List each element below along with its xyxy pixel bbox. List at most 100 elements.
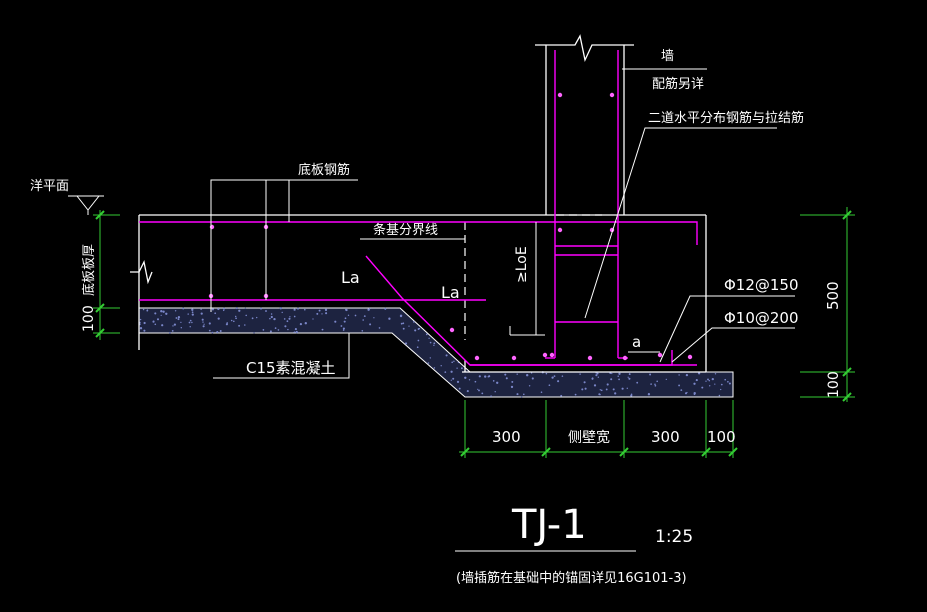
aggregate-dot [304,308,306,311]
aggregate-dot [169,332,171,334]
aggregate-dot [428,337,430,339]
aggregate-dot [487,375,490,378]
aggregate-dot [490,395,492,398]
aggregate-dot [208,329,211,332]
rebar-section-dots [208,92,693,361]
aggregate-dot [373,317,375,319]
dim-bottom-100: 100 [707,428,736,446]
aggregate-dot [440,365,442,367]
aggregate-dot [202,325,205,328]
aggregate-dot [599,389,601,391]
aggregate-dot [191,321,193,324]
aggregate-dot [474,380,477,383]
aggregate-dot [548,384,551,387]
aggregate-dot [626,387,628,389]
rebar-phi10-label: Φ10@200 [724,309,799,327]
aggregate-dot [612,388,615,391]
aggregate-dot [143,329,146,332]
aggregate-dot [600,389,603,392]
aggregate-dot [189,326,191,328]
aggregate-dot [367,308,370,311]
aggregate-dot [510,385,514,389]
leader-lines [68,68,795,552]
dim-right-100: 100 [826,371,842,398]
aggregate-dot [238,309,241,312]
aggregate-dot [456,380,460,384]
aggregate-dot [262,329,265,331]
aggregate-dot [678,374,680,376]
aggregate-dot [211,308,214,311]
aggregate-dot [216,331,219,334]
aggregate-dot [177,315,181,319]
aggregate-dot [478,375,481,378]
rebar-dot [511,355,517,361]
aggregate-dot [417,339,420,342]
aggregate-dot [235,307,238,310]
aggregate-dot [363,315,366,318]
aggregate-dot [146,309,149,312]
aggregate-dot [494,391,496,393]
a-mark-label: a [632,333,641,351]
aggregate-dot [445,354,448,357]
aggregate-dot [593,384,597,387]
aggregate-dot [484,375,487,378]
aggregate-dot [182,307,185,310]
aggregate-dot [286,320,289,323]
aggregate-dot [160,310,163,313]
aggregate-dot [270,313,273,315]
aggregate-dot [238,324,241,327]
aggregate-dot [245,314,247,317]
aggregate-dot [259,307,263,310]
aggregate-dot [139,327,143,330]
aggregate-dot [433,367,436,369]
aggregate-dot [304,322,307,325]
aggregate-dot [180,327,182,329]
drawing-note: (墙插筋在基础中的锚固详见16G101-3) [456,570,687,586]
aggregate-dot [505,377,508,380]
aggregate-dot [596,372,599,375]
aggregate-dot [531,377,534,380]
aggregate-dot [253,332,255,334]
aggregate-dot [342,329,345,331]
aggregate-dot [611,372,613,375]
aggregate-dot [211,331,214,334]
dimension-ticks [95,210,852,457]
aggregate-dot [516,393,519,396]
aggregate-dot [695,379,698,382]
aggregate-dot [492,380,495,382]
aggregate-dot [404,342,408,345]
rebar-phi12-label: Φ12@150 [724,276,799,294]
aggregate-dot [458,387,461,390]
aggregate-dot [188,321,191,324]
aggregate-dot [584,387,587,390]
aggregate-dot [294,328,297,331]
rebar-dot [622,355,628,361]
horizontal-rebar-label: 二道水平分布钢筋与拉结筋 [648,110,804,126]
aggregate-dot [180,321,182,324]
aggregate-dot [143,321,146,325]
aggregate-dot [200,312,203,315]
aggregate-dot [714,373,717,375]
aggregate-dot [388,317,391,320]
aggregate-dot [340,325,343,327]
rebar-dot [587,355,593,361]
rebar-dot [687,354,693,360]
aggregate-dot [481,392,484,395]
aggregate-dot [165,312,168,315]
aggregate-dot [222,309,225,312]
aggregate-dot [174,310,177,312]
loe-label: ≥LoE [514,246,530,283]
aggregate-dot [724,378,727,381]
aggregate-dot [295,330,298,334]
aggregate-dot [312,318,314,320]
aggregate-dot [701,386,704,389]
aggregate-dot [162,310,165,313]
aggregate-dot [361,329,364,332]
aggregate-dot [161,324,164,327]
aggregate-dot [233,320,235,323]
aggregate-dot [235,317,237,320]
aggregate-dot [460,367,463,370]
aggregate-dot [560,394,563,397]
rebar-dot [657,352,663,358]
aggregate-dot [618,378,620,381]
